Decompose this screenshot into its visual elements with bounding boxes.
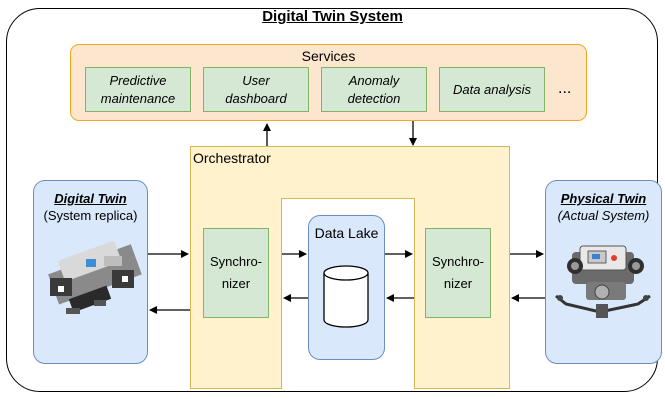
synchronizer-label-line1: Synchro- <box>431 254 485 269</box>
physical-twin-name: Physical Twin <box>560 191 647 206</box>
service-predictive-maintenance: Predictive maintenance <box>85 67 191 112</box>
data-lake-box <box>308 215 385 360</box>
service-label-line1: Data analysis <box>452 81 532 97</box>
synchronizer-label-line2: nizer <box>221 276 251 291</box>
digital-twin-name: Digital Twin <box>54 191 127 206</box>
service-anomaly-detection: Anomaly detection <box>321 67 427 112</box>
synchronizer-label-line1: Synchro- <box>209 254 263 269</box>
orchestrator-label: Orchestrator <box>193 150 271 166</box>
digital-robot-icon <box>48 240 142 314</box>
orchestrator-bar <box>190 146 510 199</box>
services-title: Services <box>301 48 356 64</box>
service-label-line1: Anomaly <box>348 72 400 88</box>
service-label-line1: User <box>242 72 270 88</box>
service-label-line2: detection <box>347 90 401 106</box>
service-label-line2: maintenance <box>100 90 176 106</box>
service-user-dashboard: User dashboard <box>203 67 309 112</box>
system-title: Digital Twin System <box>262 8 403 25</box>
service-label-line1: Predictive <box>109 72 167 88</box>
service-data-analysis: Data analysis <box>439 67 545 112</box>
physical-twin-title: Physical Twin (Actual System) <box>543 190 664 224</box>
digital-twin-subtitle: (System replica) <box>43 208 138 223</box>
synchronizer-label-line2: nizer <box>443 276 473 291</box>
service-label-line2: dashboard <box>225 90 287 106</box>
synchronizer-left: Synchro-nizer <box>203 228 269 318</box>
physical-robot-icon <box>555 245 651 318</box>
synchronizer-right: Synchro-nizer <box>425 228 491 318</box>
digital-twin-title: Digital Twin (System replica) <box>33 190 148 224</box>
services-more-ellipsis: ... <box>558 80 572 97</box>
physical-twin-subtitle: (Actual System) <box>557 208 650 223</box>
data-lake-label: Data Lake <box>314 225 379 241</box>
database-cylinder-icon <box>323 265 369 328</box>
